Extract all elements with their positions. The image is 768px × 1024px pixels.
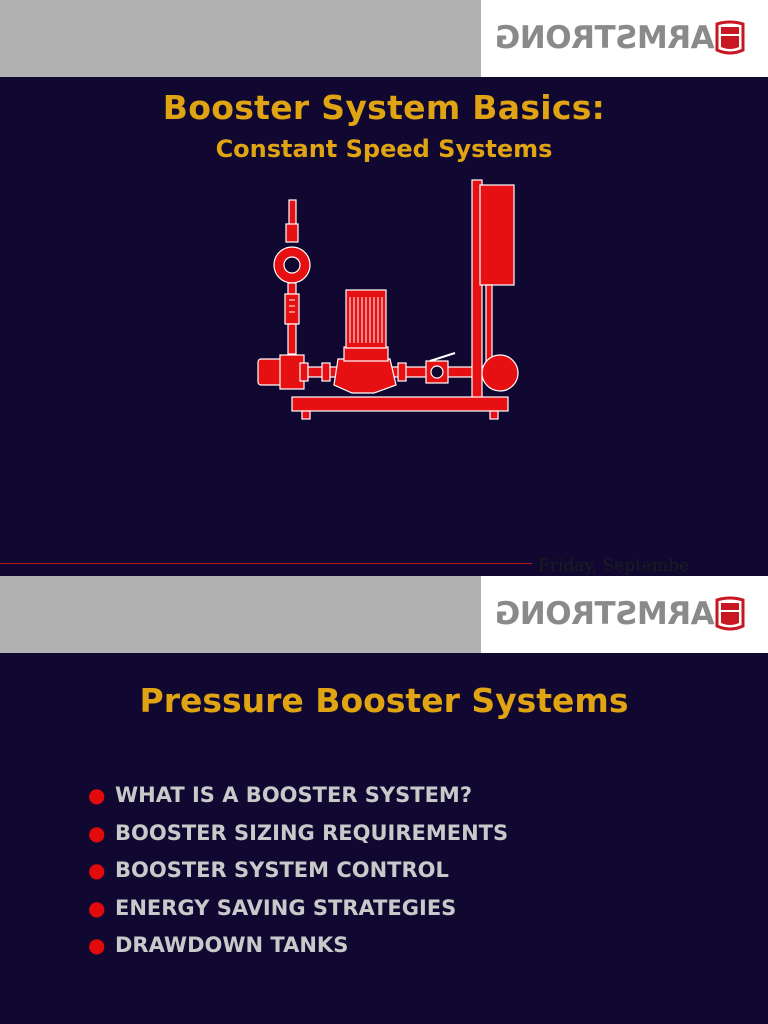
bullet-item: ● BOOSTER SIZING REQUIREMENTS [88, 817, 508, 855]
bullet-text: ENERGY SAVING STRATEGIES [115, 895, 457, 920]
booster-pump-illustration [257, 179, 519, 420]
bullet-item: ● BOOSTER SYSTEM CONTROL [88, 854, 508, 892]
bullet-dot-icon: ● [88, 895, 106, 920]
slide-2: ARMSTRONG Pressure Booster Systems ● WHAT… [0, 576, 768, 1024]
bullet-item: ● ENERGY SAVING STRATEGIES [88, 892, 508, 930]
bullet-list: ● WHAT IS A BOOSTER SYSTEM? ● BOOSTER SIZI… [88, 779, 508, 967]
bullet-item: ● DRAWDOWN TANKS [88, 929, 508, 967]
bullet-item: ● WHAT IS A BOOSTER SYSTEM? [88, 779, 508, 817]
footer-rule [0, 563, 532, 564]
slide-subtitle: Constant Speed Systems [215, 135, 553, 163]
bullet-dot-icon: ● [88, 858, 106, 882]
slide-panel [0, 653, 768, 1024]
bullet-dot-icon: ● [88, 933, 106, 957]
logo-wordmark: ARMSTRONG [495, 596, 715, 632]
armstrong-logo-icon [715, 20, 745, 55]
header-grey-area [0, 576, 481, 653]
footer-date: Friday, Septembe [538, 556, 690, 576]
bullet-text: BOOSTER SIZING REQUIREMENTS [115, 820, 509, 845]
slide-title: Pressure Booster Systems [139, 681, 629, 720]
slide-title: Booster System Basics: [162, 88, 606, 127]
header-band: ARMSTRONG [0, 0, 768, 77]
slide-1: ARMSTRONG Booster System Basics: Constan… [0, 0, 768, 576]
bullet-text: BOOSTER SYSTEM CONTROL [115, 858, 449, 882]
armstrong-logo-icon [715, 596, 745, 631]
bullet-dot-icon: ● [88, 820, 106, 845]
bullet-text: DRAWDOWN TANKS [115, 933, 349, 957]
bullet-dot-icon: ● [88, 783, 106, 807]
header-band: ARMSTRONG [0, 576, 768, 653]
header-grey-area [0, 0, 481, 77]
logo-wordmark: ARMSTRONG [495, 20, 715, 56]
bullet-text: WHAT IS A BOOSTER SYSTEM? [115, 783, 472, 807]
